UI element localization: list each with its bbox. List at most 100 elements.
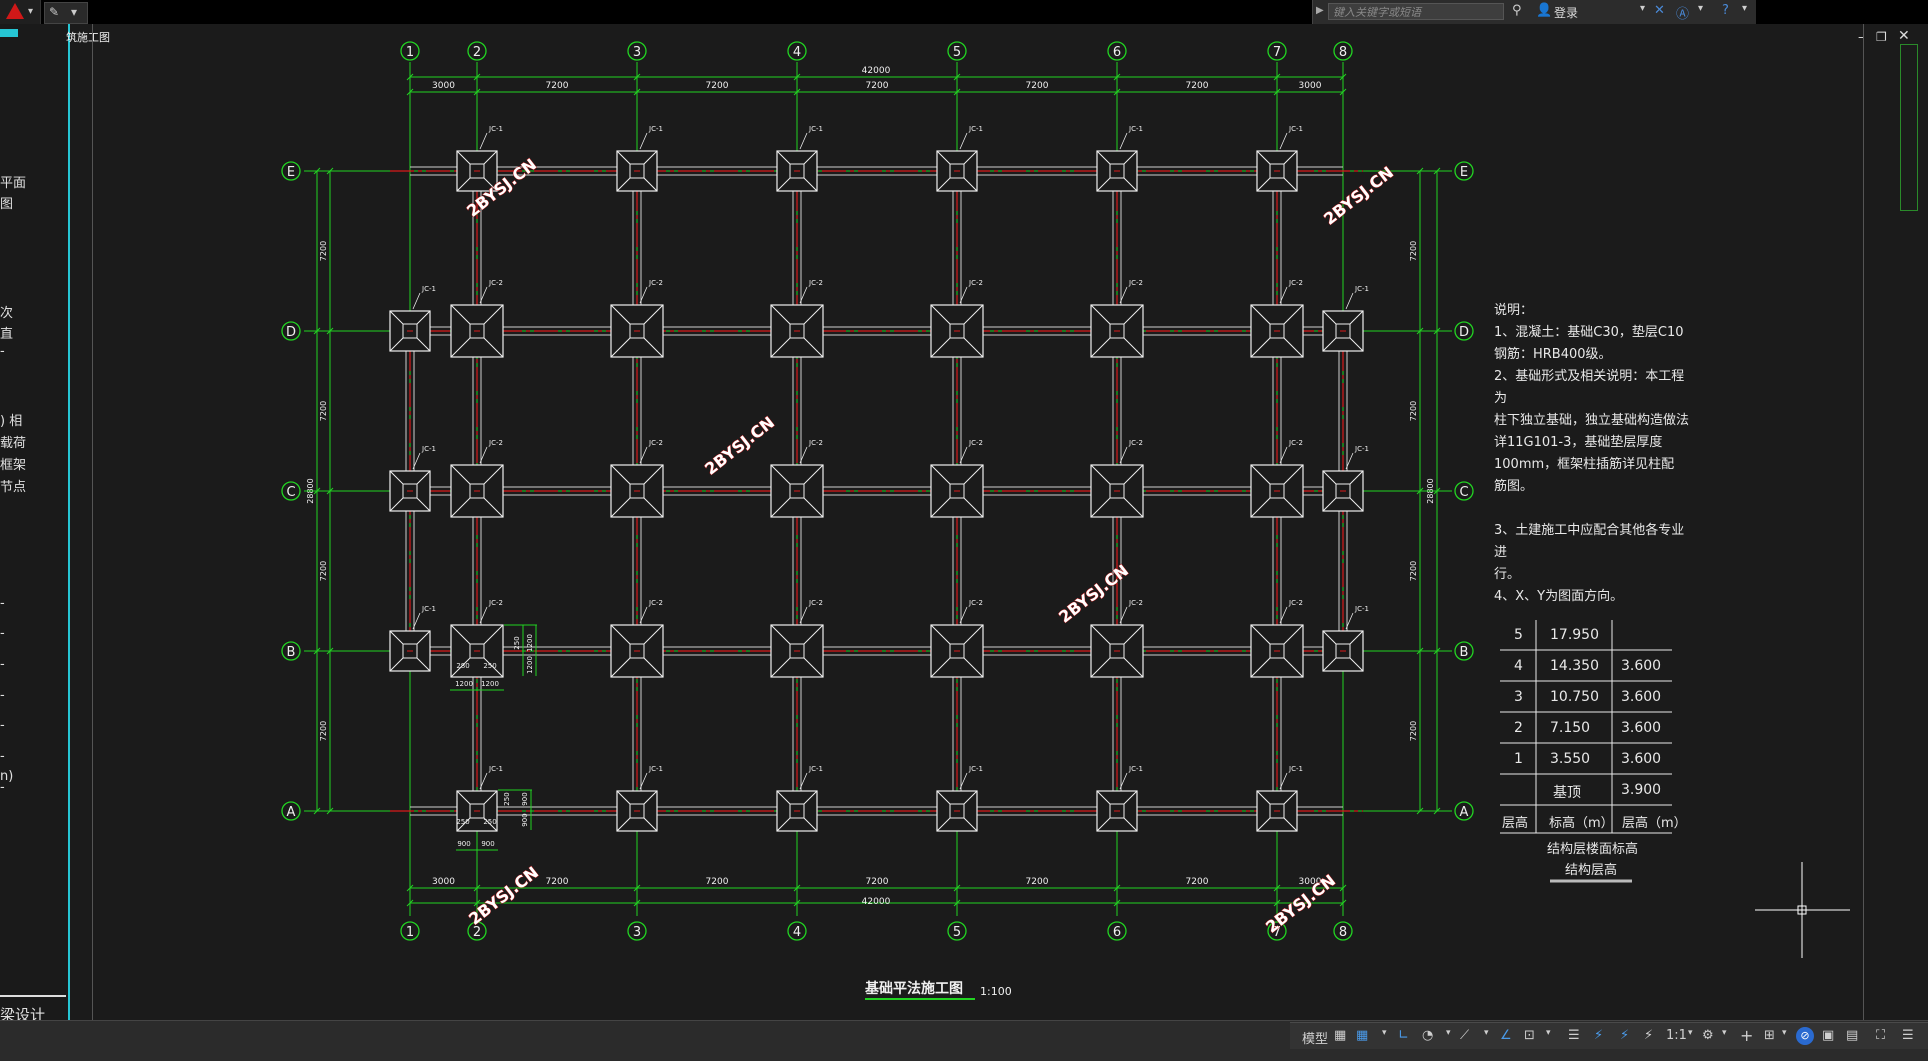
footing-tag: JC-2 (648, 279, 663, 287)
object-snap-tracking-icon[interactable]: ∠ (1500, 1028, 1512, 1043)
grid-bubble (1454, 481, 1474, 501)
grid-bubble-label: 3 (633, 925, 641, 940)
grid-bubble (1107, 41, 1127, 61)
grid-bubble (1454, 161, 1474, 181)
grid-bubble (400, 921, 420, 941)
grid-bubble (1454, 641, 1474, 661)
grid-bubble (947, 41, 967, 61)
minimize-icon[interactable]: – (1858, 30, 1865, 45)
grid-bubble-label: E (287, 165, 295, 180)
leader (1345, 452, 1354, 470)
chevron-down-icon[interactable]: ▾ (1688, 1028, 1693, 1038)
dimension-text: 7200 (1186, 877, 1209, 887)
notes-line: 2、基础形式及相关说明：本工程为 (1494, 369, 1685, 406)
dimension-tick (406, 73, 414, 81)
footing-tag: JC-1 (488, 765, 503, 773)
fullscreen-icon[interactable]: ⛶ (1876, 1028, 1886, 1043)
grid-bubble-label: D (286, 325, 296, 340)
grid-icon[interactable]: ▦ (1334, 1028, 1347, 1043)
isolate-objects-icon[interactable]: ⊘ (1796, 1027, 1814, 1045)
grid-bubble-label: 3 (633, 45, 641, 60)
dimension-text: 7200 (1409, 561, 1418, 581)
dimension-tick (633, 884, 641, 892)
notes-line: 100mm，框架柱插筋详见柱配 (1494, 457, 1675, 472)
chevron-down-icon[interactable]: ▾ (1782, 1028, 1787, 1038)
expand-arrow-icon[interactable]: ▶ (1316, 5, 1324, 16)
grid-bubble (627, 41, 647, 61)
detail-dim: 250 (456, 818, 469, 826)
dimension-text: 7200 (1026, 81, 1049, 91)
notes-line: 钢筋：HRB400级。 (1494, 347, 1612, 362)
quick-access-toolbar[interactable]: ✎ ▾ (44, 2, 88, 24)
close-icon[interactable]: ✕ (1898, 28, 1910, 44)
table-cell: 3.600 (1621, 720, 1662, 736)
detail-dim: 900 (457, 840, 470, 848)
hardware-acceleration-icon[interactable]: ▣ (1822, 1028, 1835, 1043)
chevron-down-icon[interactable]: ▾ (1722, 1028, 1727, 1038)
leader (479, 286, 488, 304)
search-input[interactable]: 键入关键字或短语 (1328, 3, 1504, 20)
edit-icon[interactable]: ✎ (49, 5, 60, 19)
menu-icon[interactable]: ▾ (71, 5, 78, 19)
left-text: - (0, 596, 5, 611)
leader (412, 452, 421, 470)
application-menu-button[interactable]: ▾ (0, 0, 41, 24)
clean-screen-icon[interactable]: ▤ (1846, 1028, 1859, 1043)
plus-icon[interactable]: + (1740, 1026, 1754, 1045)
grid-bubble-label: A (1460, 805, 1469, 820)
autocad-logo-icon (6, 3, 24, 19)
chevron-down-icon[interactable]: ▾ (1484, 1028, 1489, 1038)
hamburger-menu-icon[interactable]: ☰ (1902, 1028, 1914, 1043)
auto-scale-icon[interactable]: ⚡ (1620, 1028, 1630, 1043)
workspace-icon[interactable]: ⊞ (1764, 1028, 1775, 1043)
polar-icon[interactable]: ◔ (1422, 1028, 1434, 1043)
dimension-tick (1273, 899, 1281, 907)
leader (959, 446, 968, 464)
chevron-down-icon[interactable]: ▾ (1640, 3, 1646, 14)
chevron-down-icon[interactable]: ▾ (1698, 3, 1704, 14)
dimension-tick (406, 899, 414, 907)
autodesk-a360-icon[interactable]: Ⓐ (1676, 7, 1690, 22)
footing-tag: JC-2 (808, 279, 823, 287)
table-cell: 3.600 (1621, 751, 1662, 767)
footing-tag: JC-2 (1288, 599, 1303, 607)
gear-icon[interactable]: ⚙ (1702, 1028, 1714, 1043)
ortho-icon[interactable]: ∟ (1398, 1028, 1409, 1043)
level-table (1500, 620, 1672, 883)
grid-bubble (281, 641, 301, 661)
osnap-icon[interactable]: ⊡ (1524, 1028, 1535, 1043)
file-tab-label[interactable]: 筑施工图 (66, 31, 110, 44)
dimension-text: 7200 (319, 561, 328, 581)
isodraft-icon[interactable]: ⟋ (1460, 1028, 1470, 1043)
annotation-visibility-icon[interactable]: ⚡ (1594, 1028, 1604, 1043)
detail-dim: 250 (503, 792, 511, 805)
annotation-scale-icon[interactable]: ⚡ (1644, 1028, 1654, 1043)
detail-dim: 250 (483, 662, 496, 670)
footing-tag: JC-1 (968, 765, 983, 773)
leader (1119, 446, 1128, 464)
chevron-down-icon[interactable]: ▾ (1446, 1028, 1451, 1038)
lineweight-icon[interactable]: ☰ (1568, 1028, 1580, 1043)
chevron-down-icon[interactable]: ▾ (1742, 3, 1748, 14)
detail-dim: 280 (456, 662, 469, 670)
footing-tag: JC-1 (1354, 285, 1369, 293)
binoculars-icon[interactable]: ⚲ (1512, 3, 1522, 18)
restore-icon[interactable]: ❐ (1876, 30, 1887, 44)
footing-tag: JC-2 (1288, 439, 1303, 447)
login-button[interactable]: 登录 (1554, 6, 1579, 20)
table-cell: 2 (1514, 720, 1523, 736)
leader (1279, 606, 1288, 624)
scale-dropdown[interactable]: 1:1 (1666, 1028, 1687, 1043)
dimension-tick (953, 88, 961, 96)
snap-grid-icon[interactable]: ▦ (1356, 1028, 1369, 1043)
help-icon[interactable]: ? (1722, 3, 1729, 18)
grid-bubble (1454, 801, 1474, 821)
exchange-icon[interactable]: ✕ (1654, 3, 1665, 18)
user-icon[interactable]: 👤 (1536, 3, 1553, 18)
grid-bubble-label: E (1460, 165, 1468, 180)
model-tab[interactable]: 模型 (1302, 1032, 1329, 1047)
chevron-down-icon[interactable]: ▾ (1382, 1028, 1387, 1038)
chevron-down-icon[interactable]: ▾ (1546, 1028, 1551, 1038)
grid-bubble-label: D (1459, 325, 1469, 340)
